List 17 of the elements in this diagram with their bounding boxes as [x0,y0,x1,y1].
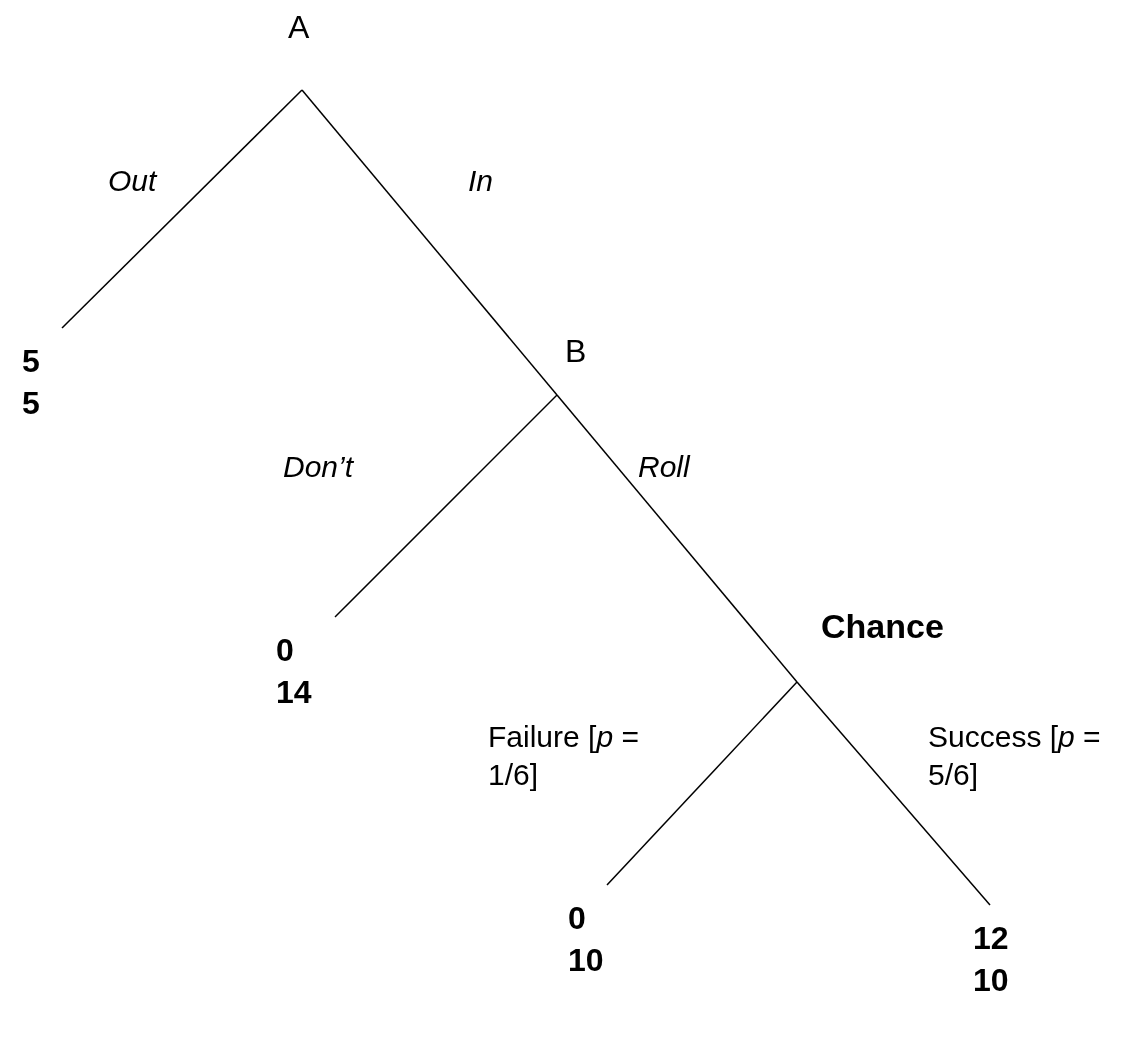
player-label: B [565,332,587,370]
player-label: A [288,8,310,46]
chance-node-label: Chance [821,606,944,646]
payoff-value: 12 [973,919,1009,958]
payoff-value: 5 [22,384,40,423]
payoff-value: 14 [276,673,312,712]
payoff-value: 0 [276,631,294,670]
payoff-value: 5 [22,342,40,381]
branch-line [61,89,303,329]
branch-line [796,681,991,906]
branch-line [556,394,798,683]
payoff-value: 0 [568,899,586,938]
branch-line [606,681,798,886]
branch-line [301,89,558,396]
payoff-value: 10 [568,941,604,980]
branch-line [334,394,558,618]
payoff-value: 10 [973,961,1009,1000]
